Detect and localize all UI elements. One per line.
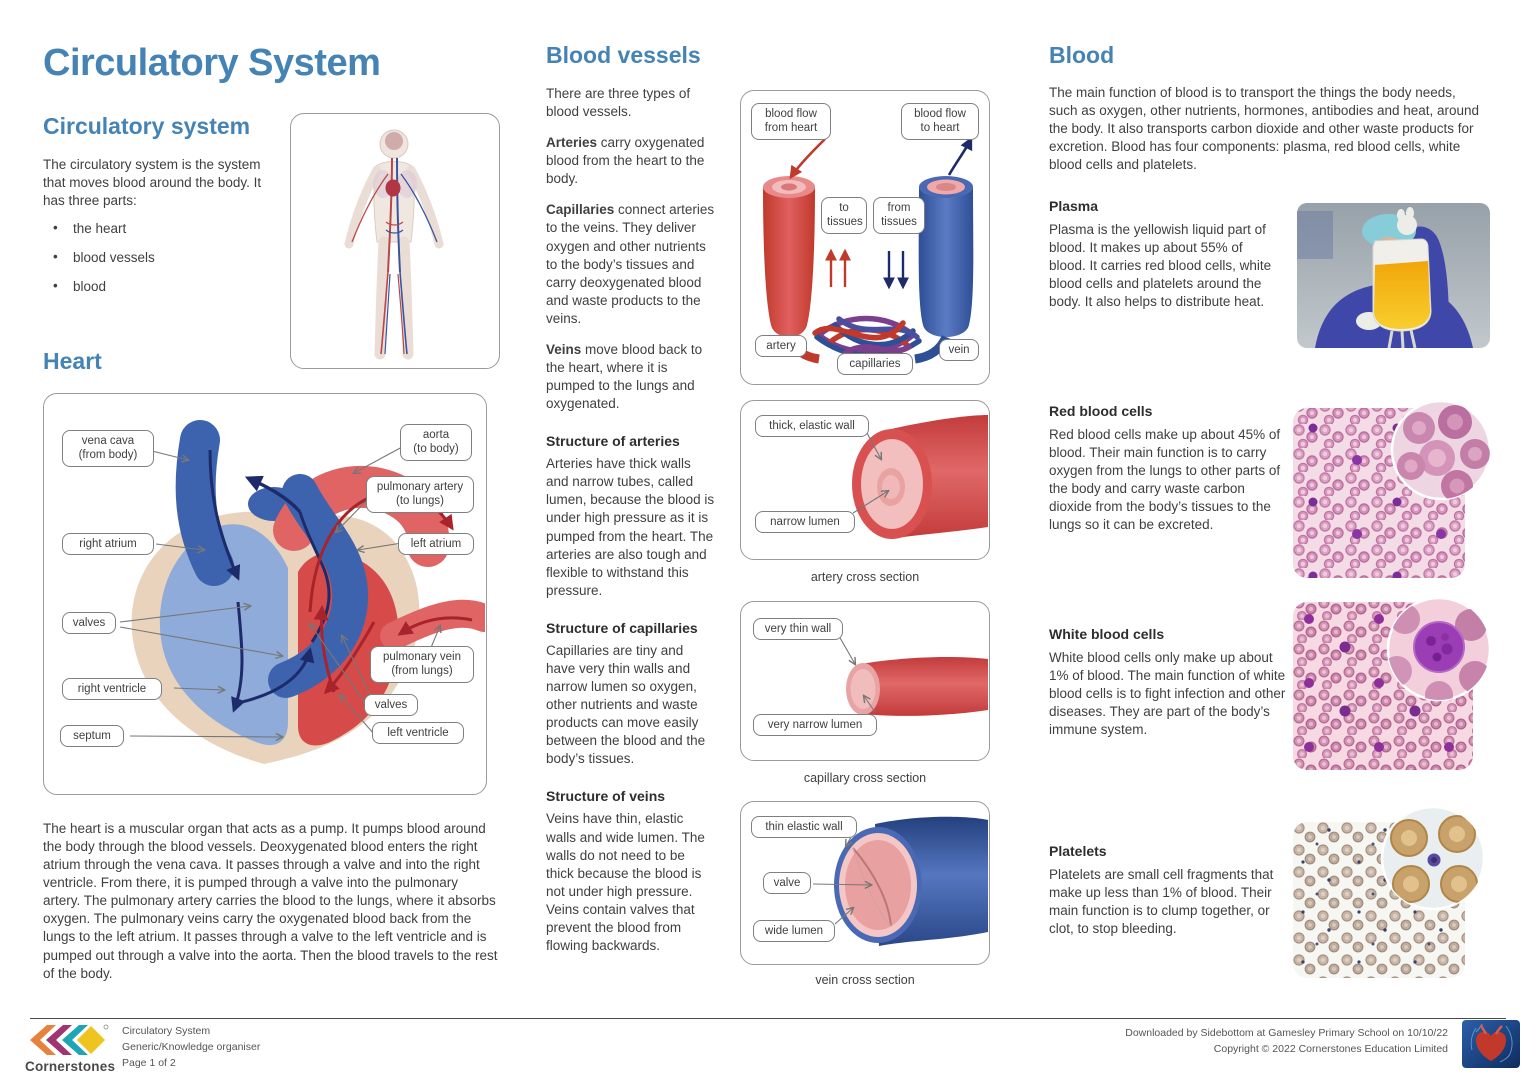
label-from-tissues: from tissues bbox=[873, 197, 925, 234]
human-body-panel bbox=[290, 113, 500, 369]
plasma-text: Plasma is the yellowish liquid part of b… bbox=[1049, 222, 1272, 310]
heart-thumbnail-image bbox=[1462, 1020, 1520, 1068]
circulatory-system-heading: Circulatory system bbox=[43, 113, 251, 139]
veins-paragraph: Veins move blood back to the heart, wher… bbox=[546, 341, 716, 413]
blood-vessels-column: Blood vessels There are three types of b… bbox=[546, 42, 716, 968]
structure-capillaries-heading: Structure of capillaries bbox=[546, 619, 698, 636]
label-valves-left: valves bbox=[62, 612, 116, 635]
footer-legal: Downloaded by Sidebottom at Gamesley Pri… bbox=[1050, 1026, 1448, 1058]
platelets-section: Platelets Platelets are small cell fragm… bbox=[1049, 843, 1283, 938]
footer-downloaded-by: Downloaded by Sidebottom at Gamesley Pri… bbox=[1125, 1027, 1448, 1039]
heart-paragraph: The heart is a muscular organ that acts … bbox=[43, 821, 498, 981]
arteries-paragraph: Arteries carry oxygenated blood from the… bbox=[546, 134, 716, 188]
capillaries-paragraph: Capillaries connect arteries to the vein… bbox=[546, 201, 716, 328]
arteries-rest: carry oxygenated blood from the heart to… bbox=[546, 135, 705, 187]
plasma-bag-photo bbox=[1297, 203, 1490, 348]
footer-doc-type: Generic/Knowledge organiser bbox=[122, 1040, 261, 1053]
capillary-cross-section-panel: very thin wall very narrow lumen bbox=[740, 601, 990, 761]
label-vena-cava: vena cava (from body) bbox=[62, 430, 154, 467]
label-very-thin-wall: very thin wall bbox=[753, 618, 843, 641]
list-item: the heart bbox=[49, 219, 281, 238]
arteries-lead: Arteries bbox=[546, 135, 598, 151]
heart-heading: Heart bbox=[43, 348, 102, 374]
footer-doc-title: Circulatory System bbox=[122, 1025, 211, 1037]
red-blood-cells-section: Red blood cells Red blood cells make up … bbox=[1049, 403, 1289, 534]
label-valves-right: valves bbox=[364, 694, 418, 717]
cornerstones-logo: Cornerstones bbox=[25, 1024, 115, 1074]
blood-intro: The main function of blood is to transpo… bbox=[1049, 85, 1480, 173]
white-blood-cells-section: White blood cells White blood cells only… bbox=[1049, 626, 1289, 739]
red-blood-cells-text: Red blood cells make up about 45% of blo… bbox=[1049, 427, 1281, 533]
red-blood-cells-micrograph bbox=[1293, 400, 1492, 578]
footer-doc-info: Circulatory System Generic/Knowledge org… bbox=[122, 1024, 260, 1071]
veins-rest: move blood back to the heart, where it i… bbox=[546, 341, 703, 412]
structure-arteries-heading: Structure of arteries bbox=[546, 433, 680, 450]
blood-heading: Blood bbox=[1049, 42, 1115, 68]
structure-veins-heading: Structure of veins bbox=[546, 788, 666, 805]
label-pulmonary-vein: pulmonary vein (from lungs) bbox=[370, 646, 474, 683]
list-item: blood bbox=[49, 277, 281, 296]
plasma-heading: Plasma bbox=[1049, 198, 1099, 214]
label-aorta: aorta (to body) bbox=[400, 424, 472, 461]
label-right-atrium: right atrium bbox=[62, 533, 154, 556]
label-artery: artery bbox=[755, 335, 807, 358]
capillaries-rest: connect arteries to the veins. They deli… bbox=[546, 202, 715, 326]
platelets-heading: Platelets bbox=[1049, 843, 1107, 859]
vein-cross-section-panel: thin elastic wall valve wide lumen bbox=[740, 801, 990, 965]
vein-cross-section-caption: vein cross section bbox=[815, 973, 915, 987]
label-vein: vein bbox=[939, 339, 979, 362]
label-thick-elastic-wall: thick, elastic wall bbox=[755, 415, 869, 438]
label-valve: valve bbox=[763, 872, 811, 895]
footer-page-number: Page 1 of 2 bbox=[122, 1056, 176, 1069]
artery-cross-section-caption: artery cross section bbox=[810, 570, 920, 584]
platelets-text: Platelets are small cell fragments that … bbox=[1049, 867, 1274, 937]
artery-cross-section-panel: thick, elastic wall narrow lumen bbox=[740, 400, 990, 560]
list-item: blood vessels bbox=[49, 248, 281, 267]
footer-copyright: Copyright © 2022 Cornerstones Education … bbox=[1213, 1042, 1448, 1055]
red-blood-cells-heading: Red blood cells bbox=[1049, 403, 1153, 419]
white-blood-cells-heading: White blood cells bbox=[1049, 626, 1165, 642]
structure-arteries-text: Arteries have thick walls and narrow tub… bbox=[546, 456, 715, 598]
structure-capillaries-text: Capillaries are tiny and have very thin … bbox=[546, 642, 706, 767]
label-right-ventricle: right ventricle bbox=[62, 678, 162, 701]
circulatory-intro-text: The circulatory system is the system tha… bbox=[43, 157, 262, 209]
blood-vessels-intro: There are three types of blood vessels. bbox=[546, 86, 691, 120]
plasma-section: Plasma Plasma is the yellowish liquid pa… bbox=[1049, 198, 1283, 311]
circulatory-system-intro: The circulatory system is the system tha… bbox=[43, 156, 281, 307]
capillaries-lead: Capillaries bbox=[546, 202, 615, 218]
capillary-cross-section-caption: capillary cross section bbox=[803, 771, 927, 785]
white-blood-cells-text: White blood cells only make up about 1% … bbox=[1049, 650, 1286, 738]
label-blood-flow-to-heart: blood flow to heart bbox=[901, 103, 979, 140]
blood-vessels-heading: Blood vessels bbox=[546, 42, 701, 68]
structure-veins-text: Veins have thin, elastic walls and wide … bbox=[546, 811, 705, 953]
label-left-atrium: left atrium bbox=[398, 533, 474, 556]
cornerstones-brand-text: Cornerstones bbox=[25, 1059, 116, 1074]
label-blood-flow-from-heart: blood flow from heart bbox=[751, 103, 831, 140]
circulatory-parts-list: the heart blood vessels blood bbox=[49, 219, 281, 296]
page-title: Circulatory System bbox=[43, 42, 381, 84]
label-narrow-lumen: narrow lumen bbox=[755, 511, 855, 534]
vein-cross-section-art bbox=[812, 816, 988, 946]
label-thin-elastic-wall: thin elastic wall bbox=[751, 816, 857, 839]
footer-divider bbox=[30, 1018, 1506, 1019]
heart-diagram-panel: vena cava (from body) right atrium valve… bbox=[43, 393, 487, 795]
vessels-diagram-panel: blood flow from heart blood flow to hear… bbox=[740, 90, 990, 385]
human-circulatory-figure bbox=[344, 129, 444, 360]
label-capillaries: capillaries bbox=[837, 353, 913, 376]
veins-lead: Veins bbox=[546, 341, 582, 357]
label-pulmonary-artery: pulmonary artery (to lungs) bbox=[366, 476, 474, 513]
vessels-diagram-art bbox=[763, 136, 974, 364]
cornerstones-logo-icon bbox=[30, 1024, 109, 1055]
label-wide-lumen: wide lumen bbox=[753, 920, 835, 943]
label-to-tissues: to tissues bbox=[821, 197, 867, 234]
artery-cross-section-art bbox=[852, 415, 988, 539]
platelets-micrograph bbox=[1293, 805, 1486, 978]
label-very-narrow-lumen: very narrow lumen bbox=[753, 714, 877, 737]
label-left-ventricle: left ventricle bbox=[372, 722, 464, 745]
label-septum: septum bbox=[60, 725, 124, 748]
capillary-cross-section-art bbox=[838, 635, 988, 716]
white-blood-cells-micrograph bbox=[1293, 597, 1492, 770]
